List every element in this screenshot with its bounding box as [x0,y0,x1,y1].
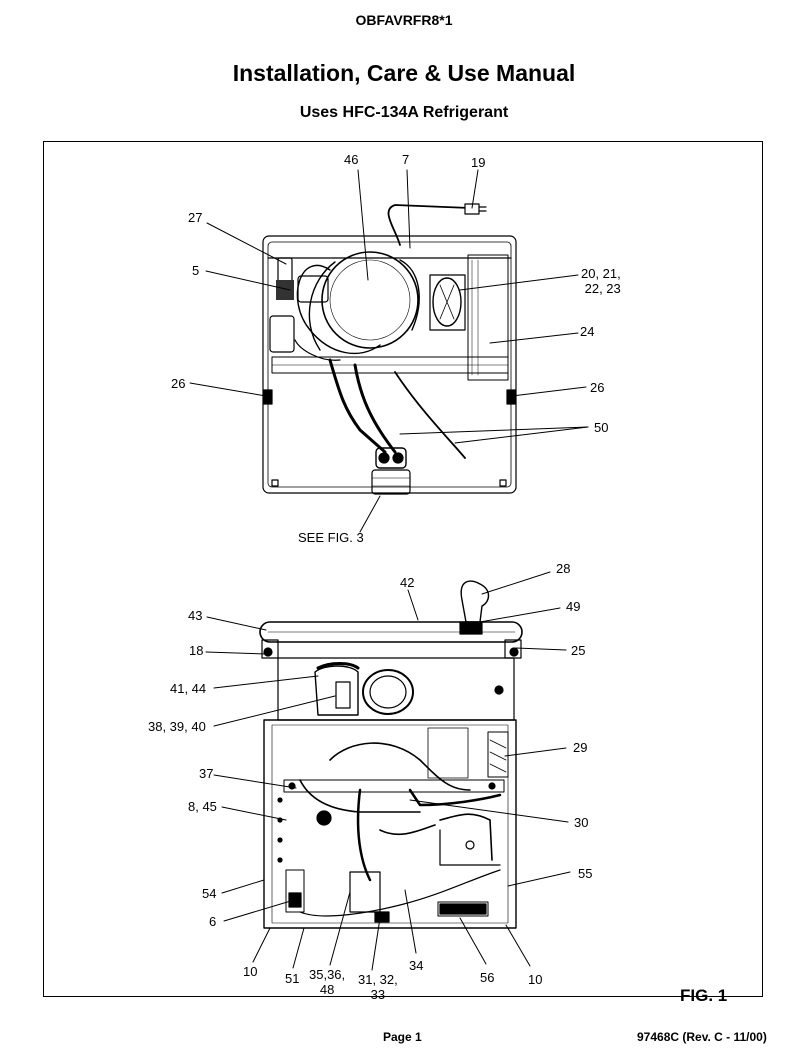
callout-55: 55 [578,866,593,881]
callout-49: 49 [566,599,581,614]
callout-38-39-40: 38, 39, 40 [148,719,206,734]
callout-6: 6 [209,914,217,929]
callout-24: 24 [580,324,595,339]
callout-29: 29 [573,740,588,755]
callout-25: 25 [571,643,586,658]
callout-54: 54 [202,886,217,901]
model-number: OBFAVRFR8*1 [355,12,453,28]
callout-5: 5 [192,263,200,278]
callout-30: 30 [574,815,589,830]
callout-26-right: 26 [590,380,605,395]
callout-10-right: 10 [528,972,543,987]
top-view-drawing [262,203,517,495]
callout-43: 43 [188,608,203,623]
front-view-drawing [259,580,523,929]
callout-27: 27 [188,210,203,225]
callout-50: 50 [594,420,609,435]
callout-see-fig-3: SEE FIG. 3 [298,530,364,545]
top-view-leaders [189,169,589,533]
document-number: 97468C (Rev. C - 11/00) [637,1030,767,1044]
figure-label: FIG. 1 [680,986,728,1005]
callout-19: 19 [471,155,486,170]
callout-46: 46 [344,152,359,167]
manual-subtitle: Uses HFC-134A Refrigerant [299,104,509,121]
callout-34: 34 [409,958,424,973]
callout-56: 56 [480,970,495,985]
callout-18: 18 [189,643,204,658]
callout-37: 37 [199,766,214,781]
callout-35-36-48: 35,36, 48 [309,967,346,997]
front-view-leaders [205,571,571,971]
callout-42: 42 [400,575,415,590]
page-number: Page 1 [383,1030,422,1044]
callout-7: 7 [402,152,410,167]
callout-20-21-22-23: 20, 21, 22, 23 [581,266,621,296]
callout-10-left: 10 [243,964,258,979]
figure-frame [43,141,763,997]
callout-26-left: 26 [171,376,186,391]
callout-28: 28 [556,561,571,576]
callout-51: 51 [285,971,300,986]
callout-41-44: 41, 44 [170,681,207,696]
callout-31-32-33: 31, 32, 33 [358,972,398,1002]
callout-8-45: 8, 45 [188,799,217,814]
manual-title: Installation, Care & Use Manual [232,60,576,86]
